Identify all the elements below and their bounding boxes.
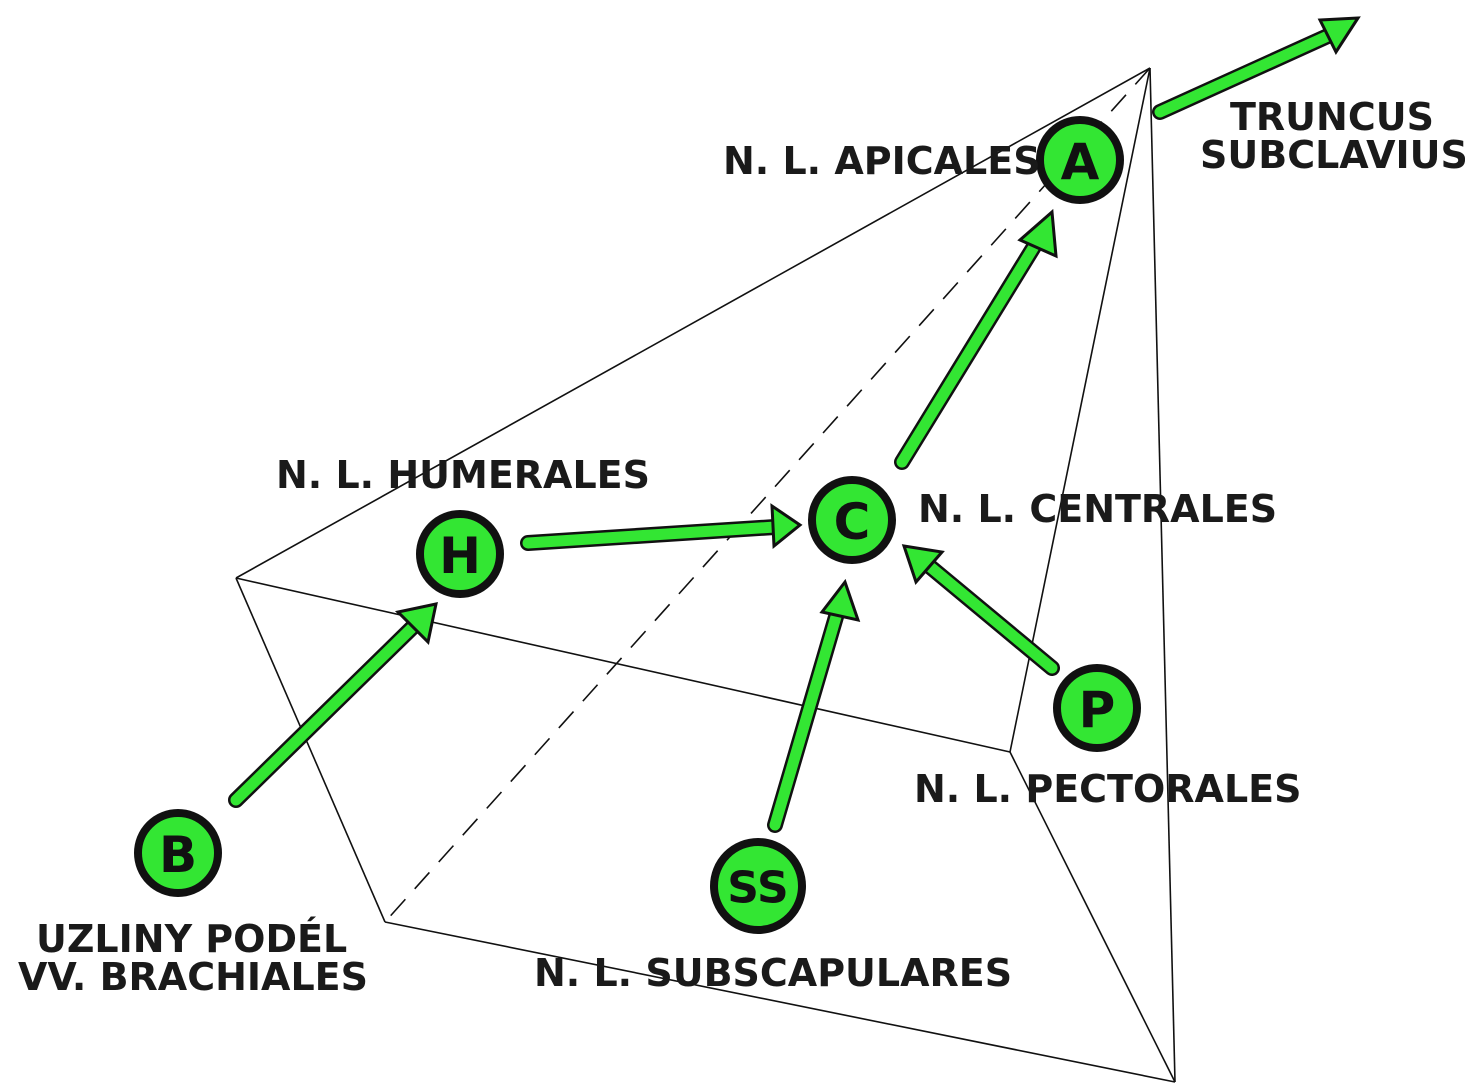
pyramid-edge-front-bottom: [1009, 751, 1176, 1083]
flow-arrow-p-to-c: [901, 544, 1060, 676]
pyramid-edge-back: [1149, 67, 1176, 1083]
pyramid-edge-bottom: [384, 921, 1176, 1083]
pyramid-edge-left: [235, 577, 386, 923]
node-a-circle: [1036, 116, 1124, 204]
label-centrales: N. L. CENTRALES: [918, 487, 1277, 531]
node-p: P: [1053, 664, 1141, 752]
node-p-letter: P: [1079, 681, 1116, 739]
pyramid-edge-top: [235, 67, 1151, 579]
label-apicales: N. L. APICALES: [723, 139, 1041, 183]
pyramid-edge-hidden: [384, 67, 1151, 923]
flow-arrow-ss-to-c: [767, 578, 861, 833]
node-b: B: [134, 809, 222, 897]
node-ss-letter: SS: [727, 863, 788, 914]
node-h-letter: H: [439, 527, 481, 585]
label-brachiales-line1: UZLINY PODÉL: [36, 917, 347, 961]
node-h-circle: [416, 510, 504, 598]
pyramid-edge-middle: [1009, 67, 1151, 753]
label-truncus-line2: SUBCLAVIUS: [1200, 133, 1465, 177]
flow-arrow-c-to-a: [894, 208, 1058, 470]
label-humerales: N. L. HUMERALES: [276, 453, 650, 497]
flow-arrow-h-to-c: [520, 503, 803, 551]
node-p-circle: [1053, 664, 1141, 752]
node-b-circle: [134, 809, 222, 897]
node-h: H: [416, 510, 504, 598]
flow-arrow-b-to-h: [228, 602, 438, 808]
label-truncus-line1: TRUNCUS: [1230, 95, 1434, 139]
node-b-letter: B: [159, 826, 197, 884]
node-a: A: [1036, 116, 1124, 204]
label-brachiales-line2: VV. BRACHIALES: [18, 955, 368, 999]
node-ss-circle: [710, 838, 806, 934]
node-c-circle: [808, 476, 896, 564]
node-ss: SS: [710, 838, 806, 934]
node-c-letter: C: [834, 493, 871, 551]
label-pectorales: N. L. PECTORALES: [914, 767, 1301, 811]
node-c: C: [808, 476, 896, 564]
node-a-letter: A: [1061, 133, 1100, 191]
label-subscapulares: N. L. SUBSCAPULARES: [534, 951, 1012, 995]
lymph-flow-arrows: [228, 16, 1361, 833]
flow-arrow-a-to-truncus: [1152, 16, 1361, 120]
axilla-pyramid-outline: [235, 67, 1176, 1083]
pyramid-edge-base-front: [235, 577, 1011, 753]
